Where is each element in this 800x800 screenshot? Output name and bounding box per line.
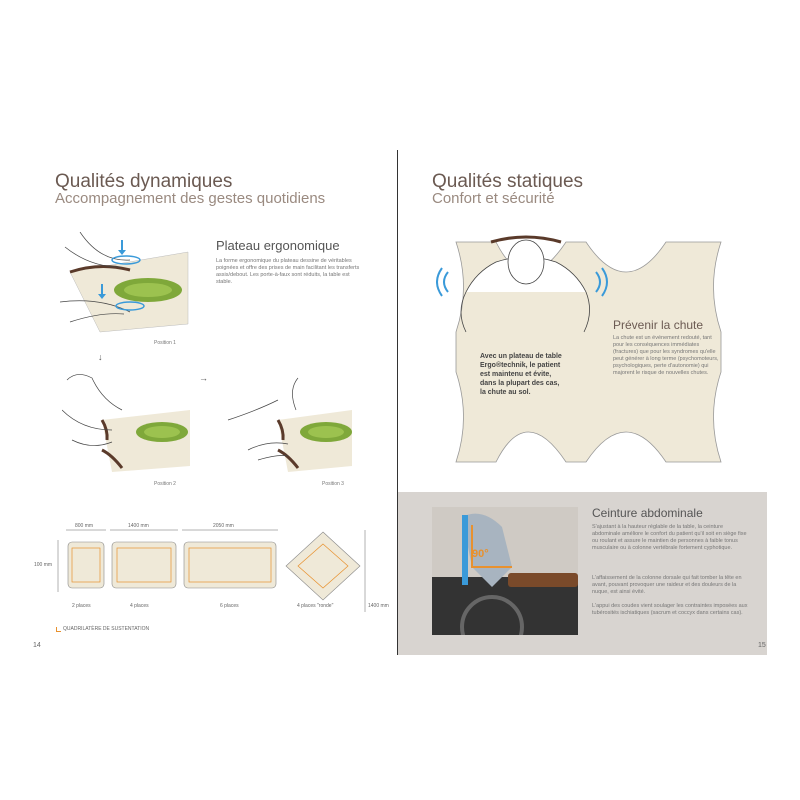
position-3-label: Position 3	[322, 481, 344, 487]
dim-width-1: 800 mm	[75, 523, 94, 529]
table-label-2: 2 places	[72, 603, 91, 609]
ceinture-p2: L'affaissement de la colonne dorsale qui…	[592, 575, 742, 595]
chute-text: La chute est un événement redouté, tant …	[613, 335, 719, 376]
left-subtitle: Accompagnement des gestes quotidiens	[55, 190, 326, 207]
left-title: Qualités dynamiques	[55, 171, 233, 192]
page-divider	[397, 150, 398, 655]
ceinture-heading: Ceinture abdominale	[592, 506, 703, 520]
tables-dimension-diagram	[30, 520, 380, 630]
position-2-label: Position 2	[154, 481, 176, 487]
plateau-heading: Plateau ergonomique	[216, 238, 340, 253]
ceinture-p3: L'appui des coudes vient soulager les co…	[592, 603, 748, 616]
dim-height-left: 100 mm	[34, 562, 53, 568]
position-2-illustration	[61, 370, 192, 480]
right-subtitle: Confort et sécurité	[432, 190, 555, 207]
dim-width-2: 1400 mm	[128, 523, 149, 529]
arrow-down-icon: ↓	[98, 352, 103, 362]
angle-label: 90°	[472, 548, 489, 560]
table-label-4: 4 places	[130, 603, 149, 609]
right-title: Qualités statiques	[432, 171, 584, 192]
table-top-illustration	[436, 232, 736, 472]
position-1-illustration	[59, 231, 192, 344]
plateau-text: La forme ergonomique du plateau dessine …	[216, 258, 360, 285]
dim-width-3: 2050 mm	[213, 523, 234, 529]
ceinture-photo	[432, 507, 578, 635]
legend-marker-icon	[56, 627, 61, 632]
table-label-round: 4 places "ronde"	[297, 603, 334, 609]
chute-heading: Prévenir la chute	[613, 318, 704, 332]
right-page-number: 15	[758, 642, 766, 649]
position-3-illustration	[218, 370, 354, 480]
ceinture-p1: S'ajustant à la hauteur réglable de la t…	[592, 524, 747, 551]
legend-text: QUADRILATÈRE DE SUSTENTATION	[63, 626, 150, 632]
arrow-right-icon: →	[199, 373, 208, 383]
chute-callout: Avec un plateau de table Ergo®technik, l…	[480, 353, 562, 396]
left-page-number: 14	[33, 642, 41, 649]
table-label-6: 6 places	[220, 603, 239, 609]
position-1-label: Position 1	[154, 340, 176, 346]
dim-height-right: 1400 mm	[368, 603, 389, 609]
